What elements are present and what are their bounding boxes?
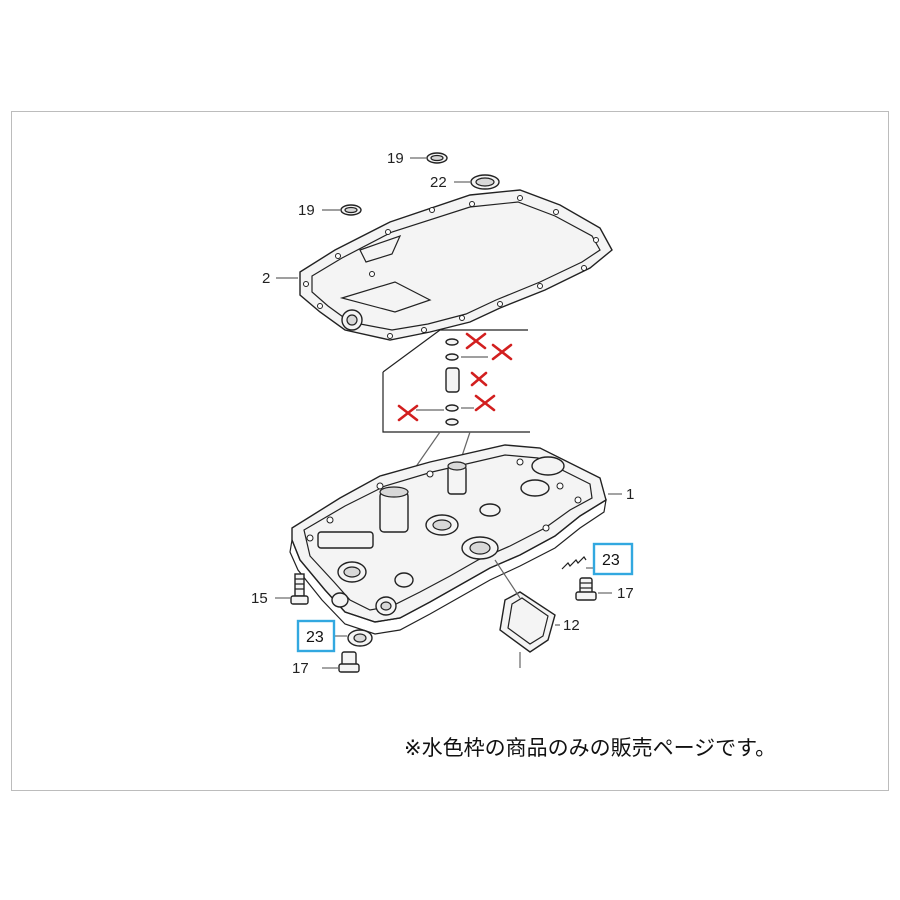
bolt-part-15 xyxy=(290,573,309,605)
callout-19-left: 19 xyxy=(298,202,315,219)
highlight-label-23-right: 23 xyxy=(602,552,620,569)
oil-pan-part-1 xyxy=(289,444,607,635)
highlight-label-23-left: 23 xyxy=(306,629,324,646)
highlight-box-23-right xyxy=(592,542,634,576)
callout-2: 2 xyxy=(262,270,270,287)
gasket-part-2 xyxy=(299,189,613,341)
callout-19-top: 19 xyxy=(387,150,404,167)
o-ring-19-top xyxy=(426,152,448,164)
callout-1: 1 xyxy=(626,486,634,503)
callout-15: 15 xyxy=(251,590,268,607)
detail-inset xyxy=(382,329,530,469)
o-ring-22 xyxy=(470,174,500,190)
highlight-box-23-left xyxy=(296,619,336,653)
callout-22: 22 xyxy=(430,174,447,191)
cross-marks xyxy=(397,332,513,422)
callout-17-right: 17 xyxy=(617,585,634,602)
strainer-gasket-part-12 xyxy=(499,591,556,653)
sale-notice-text: ※水色枠の商品のみの販売ページです。 xyxy=(404,736,777,760)
o-ring-19-left xyxy=(340,204,362,216)
callout-12: 12 xyxy=(563,617,580,634)
washer-part-23-left xyxy=(347,629,373,647)
drain-bolt-17-right xyxy=(575,577,597,601)
spring-part-23-right xyxy=(561,556,587,570)
drain-bolt-17-left xyxy=(338,651,360,673)
leader-12 xyxy=(494,559,560,668)
leader-lines xyxy=(275,157,622,669)
callout-17-left: 17 xyxy=(292,660,309,677)
